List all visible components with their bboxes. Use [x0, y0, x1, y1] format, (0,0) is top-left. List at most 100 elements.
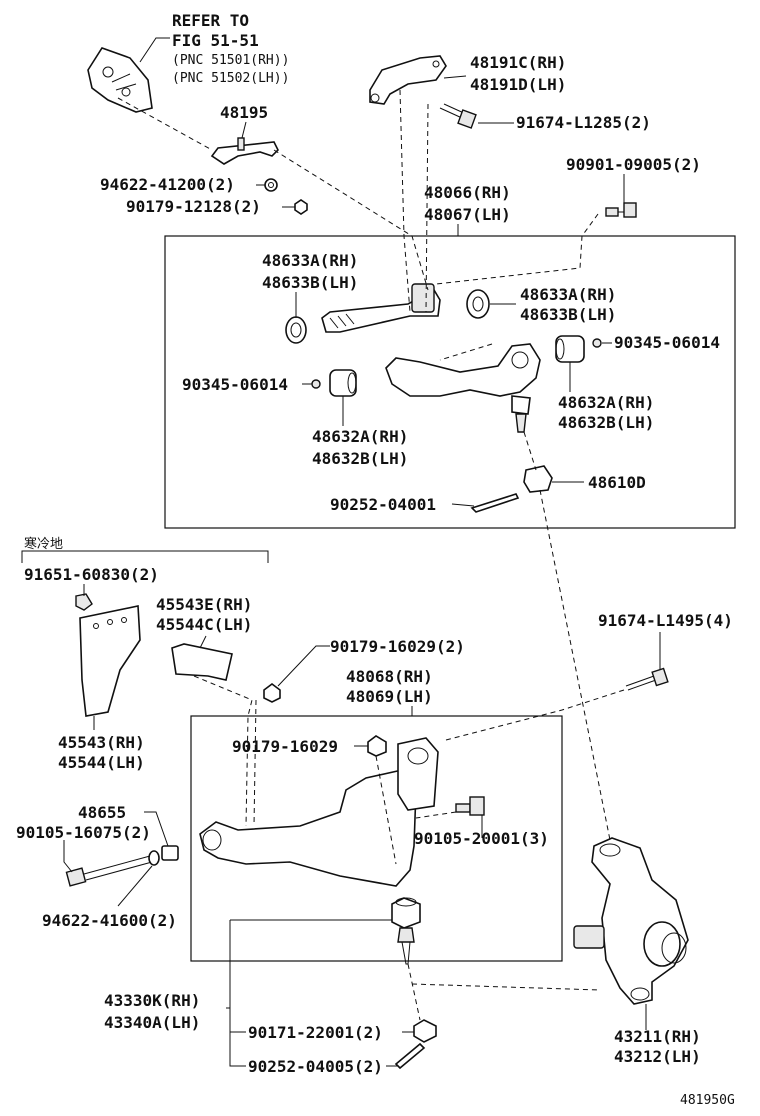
refer-line-3: (PNC 51501(RH)): [172, 53, 289, 68]
label-48066-rh: 48066(RH): [424, 183, 511, 202]
label-90171-22001: 90171-22001(2): [248, 1023, 383, 1042]
dash-line: [193, 675, 253, 827]
upper-arm-icon: [385, 343, 541, 433]
stopper-bracket-icon: [369, 55, 447, 105]
bolt-l1495-icon: [625, 667, 669, 691]
label-45543-rh: 45543(RH): [58, 733, 145, 752]
mount-bracket-icon: [87, 47, 153, 113]
cotter-pin-04005-icon: [394, 1042, 426, 1070]
dash-line: [435, 213, 599, 285]
guard-plate-45543-icon: [79, 605, 141, 717]
label-43340a-lh: 43340A(LH): [104, 1013, 200, 1032]
label-91674-l1285: 91674-L1285(2): [516, 113, 651, 132]
label-48191d-lh: 48191D(LH): [470, 75, 566, 94]
nut-16029-icon: [367, 735, 387, 757]
label-48610d: 48610D: [588, 473, 646, 492]
label-90901-09005: 90901-09005(2): [566, 155, 701, 174]
label-45544-lh: 45544(LH): [58, 753, 145, 772]
label-90179-16029: 90179-16029: [232, 737, 338, 756]
dash-line: [273, 149, 429, 291]
label-48633b-lh-right: 48633B(LH): [520, 305, 616, 324]
dash-line: [539, 489, 611, 841]
label-45544c-lh: 45544C(LH): [156, 615, 252, 634]
leader-line: [443, 75, 467, 79]
cam-48655-icon: [161, 845, 179, 861]
label-48195: 48195: [220, 103, 268, 122]
steering-knuckle-icon: [573, 837, 689, 1005]
nut-22001-icon: [413, 1019, 437, 1043]
refer-line-2: FIG 51-51: [172, 31, 259, 50]
label-43212-lh: 43212(LH): [614, 1047, 701, 1066]
dash-line: [399, 89, 411, 313]
dash-line: [253, 699, 257, 827]
label-48633b-lh-left: 48633B(LH): [262, 273, 358, 292]
label-48655: 48655: [78, 803, 126, 822]
leader-line: [199, 635, 207, 649]
label-94622-41200: 94622-41200(2): [100, 175, 235, 194]
dash-line: [523, 431, 537, 471]
bushing-48632-right-icon: [555, 335, 585, 363]
camber-plate-icon: [210, 137, 279, 165]
label-43330k-rh: 43330K(RH): [104, 991, 200, 1010]
bushing-48633-right-icon: [466, 289, 490, 319]
dash-line: [439, 343, 493, 361]
label-90105-16075: 90105-16075(2): [16, 823, 151, 842]
label-48069-lh: 48069(LH): [346, 687, 433, 706]
label-43211-rh: 43211(RH): [614, 1027, 701, 1046]
upper-arm-shaft-icon: [321, 283, 441, 333]
bolt-09005-icon: [605, 202, 637, 218]
label-91651-60830: 91651-60830(2): [24, 565, 159, 584]
dash-line: [445, 689, 625, 741]
ball-joint-icon: [391, 897, 421, 965]
bushing-48633-left-icon: [285, 316, 307, 344]
label-48068-rh: 48068(RH): [346, 667, 433, 686]
bolt-l1285-icon: [439, 103, 477, 129]
label-90252-04001: 90252-04001: [330, 495, 436, 514]
nut-90345-right-icon: [592, 338, 602, 348]
dash-line: [411, 983, 601, 991]
refer-line-1: REFER TO: [172, 11, 249, 30]
cover-45543e-icon: [171, 643, 233, 681]
leader-line: [451, 503, 475, 507]
label-90252-04005: 90252-04005(2): [248, 1057, 383, 1076]
leader-line: [229, 920, 246, 1067]
label-48633a-rh-left: 48633A(RH): [262, 251, 358, 270]
dash-line: [375, 755, 397, 865]
dash-line: [425, 103, 429, 313]
leader-line: [144, 811, 169, 847]
bushing-48632-left-icon: [329, 369, 357, 397]
figure-code: 481950G: [680, 1093, 735, 1108]
label-91674-l1495: 91674-L1495(4): [598, 611, 733, 630]
washer-41600-icon: [148, 850, 160, 866]
label-94622-41600: 94622-41600(2): [42, 911, 177, 930]
refer-line-4: (PNC 51502(LH)): [172, 71, 289, 86]
lower-arm-icon: [199, 737, 439, 887]
leader-line: [241, 121, 247, 139]
label-45543e-rh: 45543E(RH): [156, 595, 252, 614]
leader-line: [277, 645, 330, 687]
bolt-91651-icon: [75, 593, 93, 611]
bolt-16075-icon: [65, 855, 153, 887]
leader-line: [63, 840, 73, 873]
label-cold-region: 寒冷地: [24, 536, 63, 552]
nut-16029-2-icon: [263, 683, 281, 703]
lower-arm-assembly-box: [190, 715, 563, 962]
label-48632a-rh-left: 48632A(RH): [312, 427, 408, 446]
dash-line: [407, 963, 421, 1021]
label-90105-20001: 90105-20001(3): [414, 829, 549, 848]
leader-line: [139, 37, 170, 63]
bolt-20001-icon: [455, 796, 485, 816]
washer-icon: [264, 178, 278, 192]
label-48191c-rh: 48191C(RH): [470, 53, 566, 72]
label-90179-12128: 90179-12128(2): [126, 197, 261, 216]
label-90345-06014-right: 90345-06014: [614, 333, 720, 352]
label-48632b-lh-left: 48632B(LH): [312, 449, 408, 468]
cotter-pin-04001-icon: [470, 493, 520, 513]
label-48067-lh: 48067(LH): [424, 205, 511, 224]
leader-line: [117, 865, 153, 907]
castle-nut-48610d-icon: [523, 465, 553, 493]
label-90345-06014-left: 90345-06014: [182, 375, 288, 394]
dash-line: [415, 811, 457, 819]
